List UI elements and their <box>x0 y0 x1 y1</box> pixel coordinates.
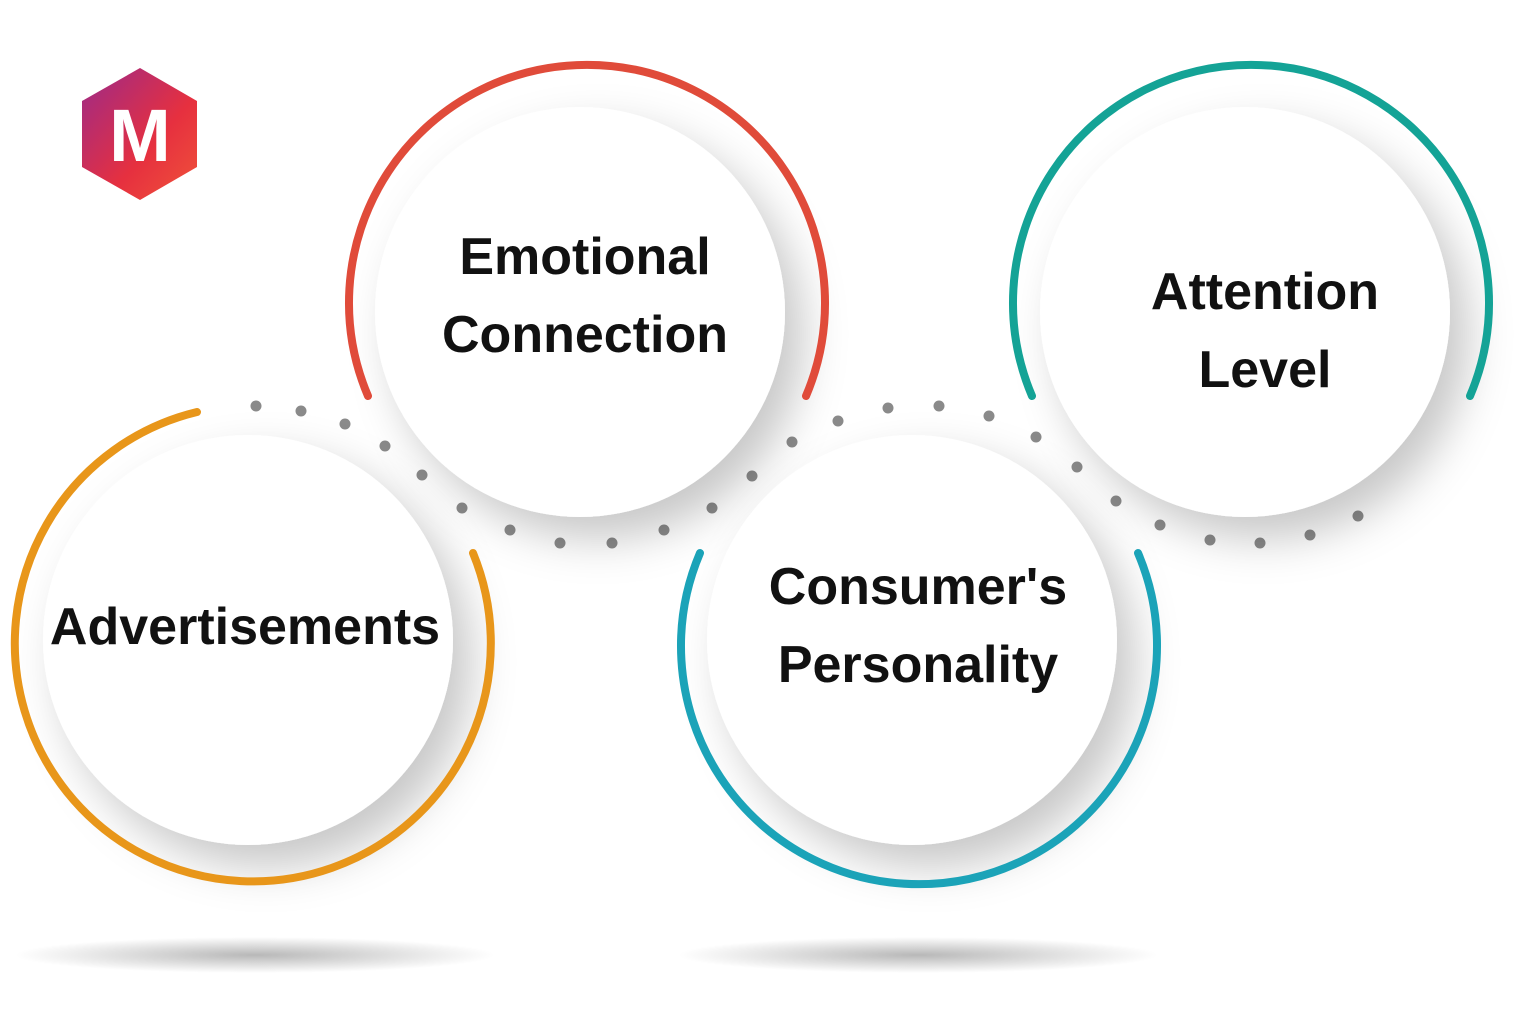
emotional-connection-arc <box>345 60 829 400</box>
consumers-personality-arc <box>677 549 1161 889</box>
logo-letter: M <box>109 94 171 177</box>
connector-dot <box>250 400 262 412</box>
attention-level-arc <box>1009 60 1493 400</box>
floor-shadow <box>678 937 1158 973</box>
dotted-connector <box>250 400 1364 549</box>
connector-dot <box>832 415 844 427</box>
attention-level-disc <box>1040 107 1450 517</box>
connector-dot <box>339 418 351 430</box>
label-line: Connection <box>442 306 728 364</box>
consumers-personality-label: Consumer's Personality <box>718 548 1118 704</box>
connector-dot <box>706 502 718 514</box>
logo-hexagon <box>82 68 197 200</box>
connector-dot <box>658 524 670 536</box>
floor-shadow <box>15 937 495 973</box>
connector-dot <box>983 410 995 422</box>
label-line: Consumer's <box>768 558 1068 616</box>
connector-dot <box>1030 431 1042 443</box>
label-line: Personality <box>777 636 1059 694</box>
connector-dot <box>882 402 894 414</box>
attention-level-label: Attention Level <box>1065 253 1465 409</box>
connector-dot <box>746 470 758 482</box>
label-line: Advertisements <box>49 598 441 656</box>
emotional-connection-disc <box>375 107 785 517</box>
connector-dot <box>1071 461 1083 473</box>
connector-dot <box>606 537 618 549</box>
connector-dot <box>1304 529 1316 541</box>
emotional-connection-label: Emotional Connection <box>385 218 785 374</box>
connector-dot <box>1154 519 1166 531</box>
connector-dot <box>1254 537 1266 549</box>
connector-dot <box>1204 534 1216 546</box>
connector-dot <box>416 469 428 481</box>
connector-dot <box>379 440 391 452</box>
connector-dot <box>1110 495 1122 507</box>
connector-dot <box>295 405 307 417</box>
consumers-personality-disc <box>707 435 1117 845</box>
advertisements-arc <box>10 408 495 886</box>
connector-dot <box>1352 510 1364 522</box>
connector-dot <box>554 537 566 549</box>
advertisements-label: Advertisements <box>40 588 450 666</box>
advertisements-disc <box>43 435 453 845</box>
logo: M <box>82 68 197 200</box>
connector-dot <box>504 524 516 536</box>
connector-dot <box>456 502 468 514</box>
label-line: Attention <box>1150 263 1380 321</box>
connector-dot <box>933 400 945 412</box>
label-line: Emotional <box>459 228 711 286</box>
label-line: Level <box>1198 341 1332 399</box>
connector-dot <box>786 436 798 448</box>
